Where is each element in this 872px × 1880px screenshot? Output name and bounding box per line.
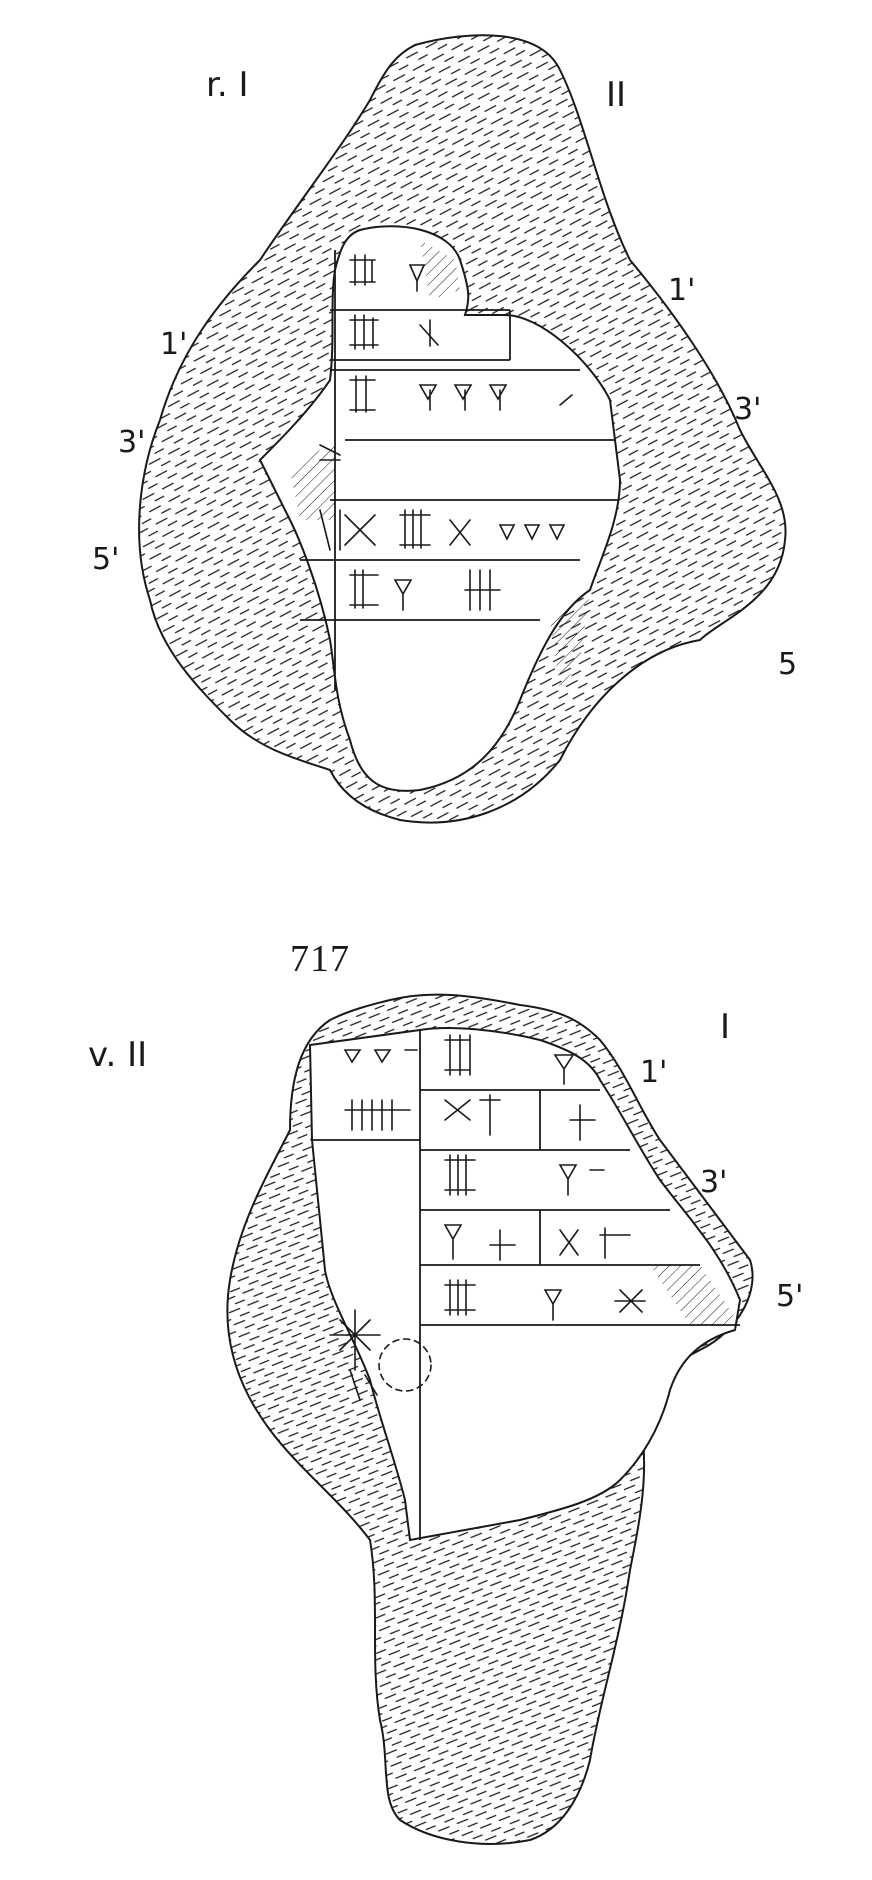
reverse-column-label-right: I bbox=[720, 1007, 731, 1047]
obverse-left-line-1: 1' bbox=[160, 327, 188, 362]
plate-number: 717 bbox=[290, 938, 350, 980]
obverse-column-label-right: II bbox=[606, 75, 627, 115]
obverse-right-line-1: 1' bbox=[668, 273, 696, 308]
obverse-signs-row-2 bbox=[349, 314, 439, 350]
reverse-right-line-1: 1' bbox=[640, 1055, 668, 1090]
obverse-signs-row-5 bbox=[319, 509, 566, 551]
reverse-signs-col-2 bbox=[329, 1049, 432, 1401]
reverse-right-line-5: 5' bbox=[776, 1279, 804, 1314]
reverse-face-label: v. II bbox=[88, 1035, 148, 1075]
reverse-fragment bbox=[226, 993, 754, 1845]
obverse-inscribed-surface bbox=[258, 225, 622, 792]
obverse-signs-row-3 bbox=[349, 375, 573, 413]
obverse-fragment bbox=[138, 34, 787, 824]
reverse-signs-col-1 bbox=[443, 1034, 646, 1321]
obverse-left-line-3: 3' bbox=[118, 425, 146, 460]
obverse-right-line-5: 5 bbox=[778, 647, 798, 682]
obverse-signs-row-4 bbox=[319, 444, 341, 461]
obverse-right-line-3: 3' bbox=[734, 392, 762, 427]
obverse-signs-row-1 bbox=[349, 254, 426, 292]
reverse-right-line-3: 3' bbox=[700, 1165, 728, 1200]
obverse-signs-row-6 bbox=[349, 569, 501, 611]
obverse-face-label: r. I bbox=[206, 65, 249, 105]
obverse-left-line-5: 5' bbox=[92, 542, 120, 577]
